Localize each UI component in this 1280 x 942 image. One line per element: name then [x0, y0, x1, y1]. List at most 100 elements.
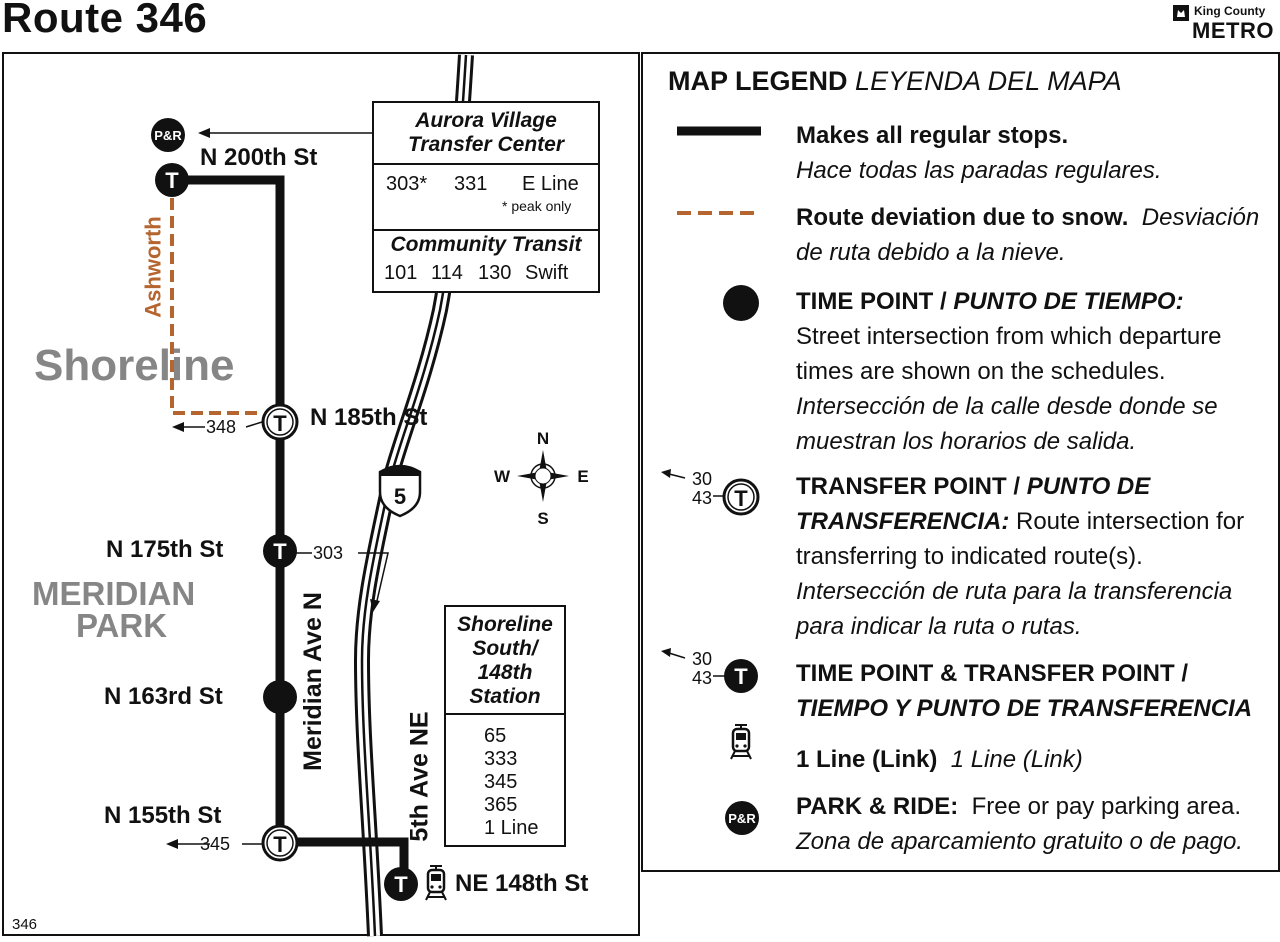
time-point-163rd [263, 680, 297, 714]
legend-park-ride-icon: P&R [725, 801, 759, 835]
legend-sample-route-30b: 30 [691, 649, 712, 669]
community-transit-title: Community Transit [390, 233, 582, 256]
legend-tp-title-en: TIME POINT / [796, 288, 947, 315]
aurora-route-331: 331 [454, 173, 488, 195]
t-symbol-label: T [165, 168, 179, 193]
ct-route-114: 114 [431, 262, 463, 284]
station-route-1line: 1 Line [484, 817, 539, 839]
label-n185th: N 185th St [310, 404, 428, 431]
legend-time-transfer-point: TIME POINT & TRANSFER POINT / TIEMPO Y P… [796, 656, 1252, 726]
aurora-village-box: Aurora Village Transfer Center 303* 331 … [372, 101, 600, 293]
legend-snow-deviation: Route deviation due to snow. Desviación … [796, 200, 1259, 270]
t-symbol-label: T [734, 486, 748, 511]
page-title: Route 346 [2, 0, 208, 41]
legend-symbols: T T P&R [661, 126, 761, 835]
legend-light-rail: 1 Line (Link) 1 Line (Link) [796, 742, 1083, 777]
legend-snow-en: Route deviation due to snow. [796, 204, 1129, 231]
legend-pr-en: PARK & RIDE: [796, 793, 959, 820]
ct-route-101: 101 [384, 262, 418, 284]
brand-big: METRO [1192, 18, 1274, 43]
legend-pr-desc: Free or pay parking area. [971, 793, 1242, 820]
legend-xp-title-es-2: TRANSFERENCIA: [796, 508, 1010, 535]
t-symbol-label: T [394, 872, 408, 897]
legend-regular-es: Hace todas las paradas regulares. [796, 157, 1162, 184]
label-n155th: N 155th St [104, 802, 222, 829]
legend-sample-route-43: 43 [691, 488, 712, 508]
station-route-345: 345 [484, 771, 518, 793]
neighborhood-meridian: MERIDIAN [32, 575, 196, 612]
time-transfer-point-200th: T [155, 163, 189, 197]
legend-light-rail-icon [730, 724, 752, 760]
legend-tp-title-es: PUNTO DE TIEMPO: [953, 288, 1184, 315]
legend-title-en: MAP LEGEND [668, 66, 848, 96]
legend-regular-stops: Makes all regular stops. Hace todas las … [796, 118, 1162, 188]
station-route-365: 365 [484, 794, 518, 816]
shoreline-south-box: Shoreline South/ 148th Station 65 333 34… [444, 605, 566, 847]
legend-time-point: TIME POINT / PUNTO DE TIEMPO: Street int… [796, 284, 1222, 459]
compass-n: N [537, 429, 549, 448]
neighborhood-shoreline: Shoreline [34, 341, 235, 390]
king-county-metro-logo: King County METRO [1172, 2, 1278, 44]
legend-title: MAP LEGEND LEYENDA DEL MAPA [668, 66, 1122, 97]
legend-tp-desc-1: Street intersection from which departure [796, 323, 1222, 350]
label-5th-ave: 5th Ave NE [405, 711, 434, 842]
label-n163rd: N 163rd St [104, 683, 223, 710]
t-symbol-label: T [273, 539, 287, 564]
compass-w: W [494, 467, 511, 486]
station-title-2: South/ [472, 637, 538, 660]
legend-regular-en: Makes all regular stops. [796, 122, 1069, 149]
legend-xp-desc-1: Route intersection for [1016, 508, 1245, 535]
legend-park-ride: PARK & RIDE: Free or pay parking area. Z… [796, 789, 1243, 859]
neighborhood-park: PARK [76, 607, 168, 644]
light-rail-icon [425, 865, 447, 901]
legend-xp-desc-es-2: para indicar la ruta o rutas. [796, 613, 1082, 640]
transfer-point-155th: T [261, 824, 299, 862]
compass-rose-icon: N S E W [494, 429, 589, 528]
legend-xp-desc-2: transferring to indicated route(s). [796, 543, 1143, 570]
legend-transfer-point: TRANSFER POINT / PUNTO DE TRANSFERENCIA:… [796, 469, 1244, 644]
aurora-route-303: 303* [386, 173, 428, 195]
t-symbol-label: T [734, 664, 748, 689]
compass-e: E [577, 467, 588, 486]
t-symbol-label: T [273, 411, 287, 436]
legend-link-es: 1 Line (Link) [950, 746, 1083, 773]
label-n200th: N 200th St [200, 144, 318, 171]
legend-title-es: LEYENDA DEL MAPA [855, 66, 1122, 96]
ct-route-130: 130 [478, 262, 512, 284]
legend-tp-desc-es-2: muestran los horarios de salida. [796, 428, 1137, 455]
station-title-1: Shoreline [457, 613, 553, 636]
map-legend [641, 52, 1280, 872]
legend-xp-title-es-1: PUNTO DE [1026, 473, 1151, 500]
transfer-route-303: 303 [313, 543, 344, 563]
interstate-5-shield-icon: 5 [378, 464, 422, 518]
legend-both-es: TIEMPO Y PUNTO DE TRANSFERENCIA [796, 695, 1253, 722]
brand-small: King County [1194, 4, 1266, 18]
legend-xp-title-en: TRANSFER POINT / [796, 473, 1021, 500]
legend-both-en: TIME POINT & TRANSFER POINT / [796, 660, 1189, 687]
legend-snow-es-2: de ruta debido a la nieve. [796, 239, 1066, 266]
aurora-peak-note: * peak only [502, 198, 572, 214]
legend-link-en: 1 Line (Link) [796, 746, 938, 773]
label-ashworth: Ashworth [140, 216, 166, 318]
time-transfer-point-148th: T [384, 867, 418, 901]
transfer-route-345: 345 [200, 834, 231, 854]
transfer-point-185th: T [261, 403, 299, 441]
king-county-crown-icon [1173, 5, 1189, 21]
legend-transfer-point-icon: T [661, 469, 760, 516]
pr-symbol-label: P&R [154, 128, 182, 143]
legend-tp-desc-2: times are shown on the schedules. [796, 358, 1166, 385]
park-and-ride-icon: P&R [151, 118, 185, 152]
route-map [2, 52, 640, 936]
station-title-4: Station [469, 685, 541, 708]
station-route-333: 333 [484, 748, 518, 770]
ct-route-swift: Swift [525, 262, 569, 284]
t-symbol-label: T [273, 832, 287, 857]
aurora-title-1: Aurora Village [415, 109, 557, 132]
interstate-number: 5 [394, 484, 406, 509]
legend-snow-es-1: Desviación [1141, 204, 1260, 231]
legend-xp-desc-es-1: Intersección de ruta para la transferenc… [796, 578, 1233, 605]
aurora-title-2: Transfer Center [407, 133, 564, 156]
label-meridian-ave: Meridian Ave N [298, 592, 327, 771]
legend-pr-es: Zona de aparcamiento gratuito o de pago. [796, 828, 1243, 855]
station-route-65: 65 [484, 725, 507, 747]
